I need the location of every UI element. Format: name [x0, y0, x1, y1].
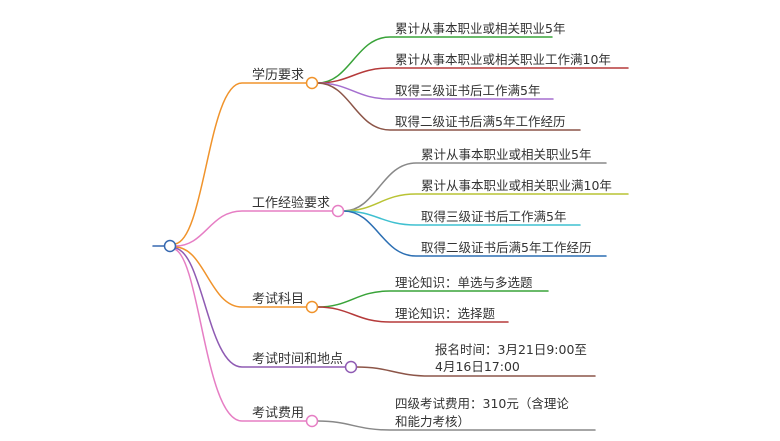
link-education-child-3 — [316, 82, 554, 100]
work-experience-child-4-label: 取得二级证书后满5年工作经历 — [421, 240, 591, 255]
exam-fee-child-1-line-1: 四级考试费用：310元（含理论 — [395, 396, 569, 411]
work-experience-node-toggle[interactable] — [331, 204, 345, 218]
link-root-to-work-experience — [174, 210, 334, 247]
education-child-4-label: 取得二级证书后满5年工作经历 — [395, 114, 565, 129]
link-work-experience-child-2 — [342, 193, 629, 212]
education-child-1-label: 累计从事本职业或相关职业5年 — [395, 21, 565, 36]
exam-schedule-label: 考试时间和地点 — [252, 352, 343, 367]
link-root-to-education — [174, 82, 308, 245]
link-work-experience-child-3 — [342, 210, 581, 226]
education-label: 学历要求 — [252, 67, 304, 83]
exam-subjects-child-2-label: 理论知识：选择题 — [395, 306, 496, 321]
link-education-child-1 — [316, 36, 553, 84]
link-exam-subjects-child-2 — [316, 306, 509, 323]
link-education-child-4 — [316, 82, 581, 131]
education-child-2-label: 累计从事本职业或相关职业工作满10年 — [395, 52, 611, 67]
exam-schedule-child-1-line-2: 4月16日17:00 — [435, 359, 520, 374]
link-root-to-exam-fee — [173, 248, 308, 422]
work-experience-child-1-label: 累计从事本职业或相关职业5年 — [421, 147, 591, 162]
link-work-experience-child-1 — [342, 162, 607, 212]
link-work-experience-child-4 — [342, 210, 607, 257]
exam-subjects-node-toggle[interactable] — [305, 300, 319, 314]
work-experience-child-2-label: 累计从事本职业或相关职业满10年 — [421, 178, 612, 193]
exam-schedule-node-toggle[interactable] — [344, 360, 358, 374]
education-node-toggle[interactable] — [305, 76, 319, 90]
work-experience-child-3-label: 取得三级证书后工作满5年 — [421, 209, 566, 224]
root-node-toggle[interactable] — [163, 239, 177, 253]
link-root-to-exam-schedule — [174, 247, 347, 368]
exam-subjects-label: 考试科目 — [252, 292, 304, 307]
education-child-3-label: 取得三级证书后工作满5年 — [395, 83, 540, 98]
link-exam-subjects-child-1 — [316, 290, 549, 308]
link-root-to-exam-subjects — [174, 246, 308, 308]
link-exam-fee-child-1 — [316, 420, 596, 431]
work-experience-label: 工作经验要求 — [252, 195, 330, 211]
exam-fee-node-toggle[interactable] — [305, 414, 319, 428]
exam-subjects-child-1-label: 理论知识：单选与多选题 — [395, 275, 533, 290]
link-education-child-2 — [316, 67, 629, 84]
link-exam-schedule-child-1 — [355, 366, 596, 377]
exam-fee-child-1-line-2: 和能力考核） — [395, 414, 470, 429]
exam-schedule-child-1-line-1: 报名时间：3月21日9:00至 — [435, 342, 587, 357]
exam-fee-label: 考试费用 — [252, 406, 304, 421]
